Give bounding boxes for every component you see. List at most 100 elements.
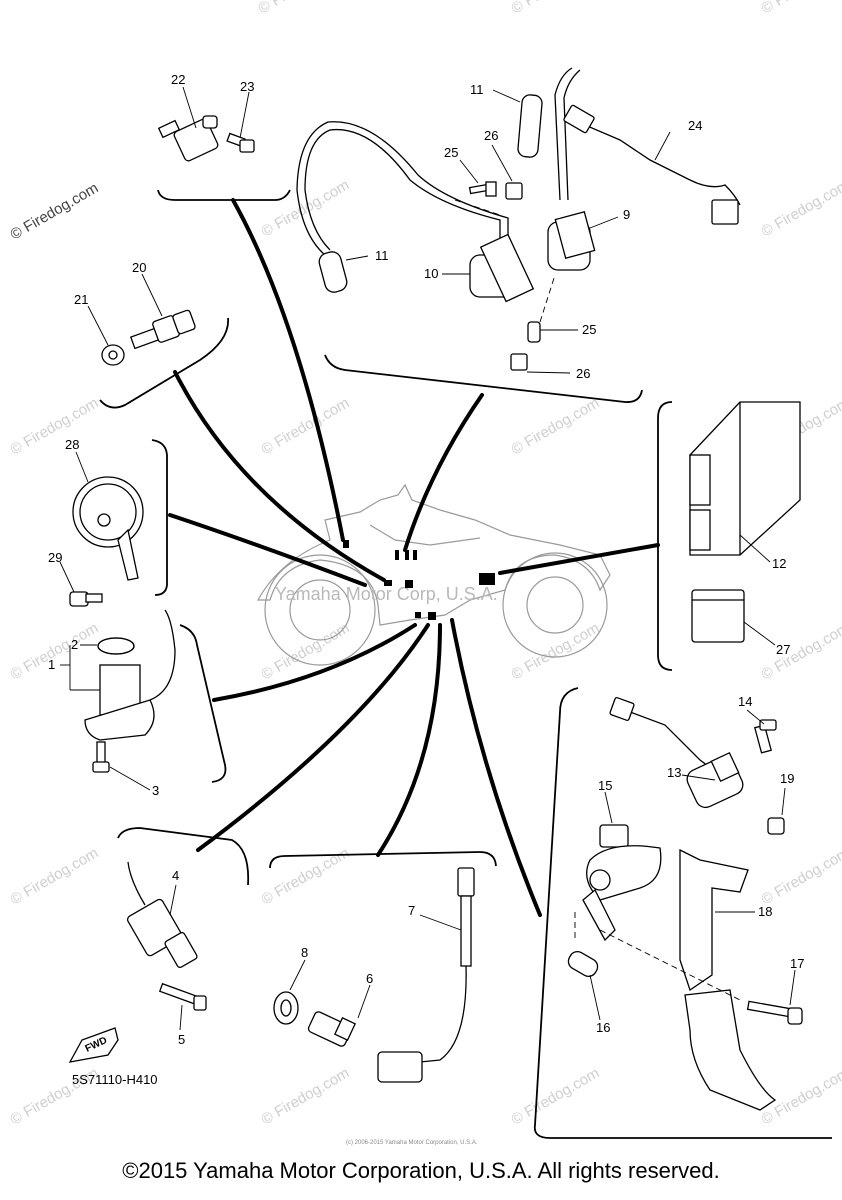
part-bolt-25-upper[interactable] (459, 159, 497, 197)
callout-10: 10 (424, 266, 438, 281)
callout-18: 18 (758, 904, 772, 919)
part-nut-26-lower[interactable] (510, 353, 571, 374)
frame-sensor-20 (99, 317, 229, 409)
part-relay-27[interactable] (691, 589, 776, 646)
watermark-text: © Firedog.com (259, 619, 353, 683)
part-bolt-14[interactable] (746, 709, 777, 754)
callout-3: 3 (152, 783, 159, 798)
part-o-ring-2[interactable] (80, 637, 135, 655)
part-ignition-coil-10[interactable] (442, 233, 535, 303)
part-sidestand-switch-13[interactable] (609, 697, 747, 811)
frame-ignition-coils (324, 354, 643, 403)
watermark-text: © Firedog.com (509, 1064, 603, 1128)
diagram-code: 5S71110-H410 (72, 1072, 158, 1087)
callout-9: 9 (623, 207, 630, 222)
fwd-arrow-icon: FWD (68, 1027, 119, 1063)
watermark-text: © Firedog.com (759, 0, 842, 17)
part-collar-16[interactable] (566, 949, 601, 1021)
part-ecu-12[interactable] (689, 401, 801, 563)
callout-14: 14 (738, 694, 752, 709)
watermark-text: © Firedog.com (759, 619, 842, 683)
watermark-text: © Firedog.com (8, 619, 102, 683)
callout-15: 15 (598, 778, 612, 793)
callout-26-upper: 26 (484, 128, 498, 143)
watermark-text: © Firedog.com (256, 0, 350, 17)
part-ignition-coil-9[interactable] (547, 211, 619, 271)
callout-25-upper: 25 (444, 145, 458, 160)
group-frames (99, 189, 832, 1139)
part-sensor-1[interactable] (60, 609, 176, 741)
callout-28: 28 (65, 437, 79, 452)
part-bolt-29[interactable] (59, 561, 103, 607)
part-bolt-19[interactable] (767, 787, 786, 835)
watermark-text: © Firedog.com (509, 0, 603, 17)
callout-22: 22 (171, 72, 185, 87)
motorcycle-silhouette: Yamaha Motor Corp, U.S.A. (256, 483, 611, 666)
callout-1: 1 (48, 657, 55, 672)
part-washer-21[interactable] (87, 305, 125, 366)
part-bolt-5[interactable] (158, 982, 207, 1031)
watermark-text: © Firedog.com (8, 394, 102, 458)
part-sensor-22[interactable] (157, 86, 219, 162)
part-washer-8[interactable] (273, 959, 306, 1025)
callout-20: 20 (132, 260, 146, 275)
frame-sensor-1 (179, 624, 227, 783)
callout-11-lower: 11 (375, 248, 389, 263)
part-sensor-20[interactable] (129, 273, 196, 350)
part-nut-26-upper[interactable] (491, 144, 523, 200)
part-bolt-17[interactable] (746, 969, 803, 1025)
frame-solenoid (117, 827, 250, 886)
callout-25-lower: 25 (582, 322, 596, 337)
part-bolt-3[interactable] (92, 741, 151, 791)
watermark-text: © Firedog.com (8, 844, 102, 908)
connector-lines (168, 198, 660, 917)
part-switch-15[interactable] (582, 791, 662, 942)
part-bolt-25-lower[interactable] (527, 321, 578, 343)
part-speed-sensor-7[interactable] (377, 867, 475, 1083)
frame-speed-sensor (269, 851, 497, 869)
watermark-text: © Firedog.com (759, 176, 842, 240)
frame-sensor-22 (157, 189, 291, 201)
part-plug-cap-11-right[interactable] (492, 67, 581, 201)
part-bracket-18[interactable] (679, 848, 777, 1111)
callout-12: 12 (772, 556, 786, 571)
frame-sidestand (533, 687, 832, 1139)
watermark-text: © Firedog.com (8, 179, 102, 243)
callout-labels: 22 23 20 21 11 26 25 24 9 11 10 25 26 28… (48, 72, 804, 1047)
watermark-text: © Firedog.com (259, 394, 353, 458)
part-plug-cap-11-left[interactable] (296, 121, 509, 294)
center-watermark: Yamaha Motor Corp, U.S.A. (275, 584, 498, 604)
callout-27: 27 (776, 642, 790, 657)
part-horn-28[interactable] (72, 451, 144, 581)
callout-19: 19 (780, 771, 794, 786)
frame-horn (151, 439, 168, 596)
copyright-notice: ©2015 Yamaha Motor Corporation, U.S.A. A… (122, 1158, 720, 1183)
callout-17: 17 (790, 956, 804, 971)
part-solenoid-4[interactable] (126, 861, 198, 969)
callout-7: 7 (408, 903, 415, 918)
callout-8: 8 (301, 945, 308, 960)
part-lead-24[interactable] (563, 104, 741, 225)
part-bolt-23[interactable] (226, 91, 255, 153)
callout-4: 4 (172, 868, 179, 883)
callout-5: 5 (178, 1032, 185, 1047)
callout-21: 21 (74, 292, 88, 307)
fine-print: (c) 2006-2015 Yamaha Motor Corporation, … (346, 1140, 478, 1146)
callout-6: 6 (366, 971, 373, 986)
callout-29: 29 (48, 550, 62, 565)
callout-23: 23 (240, 79, 254, 94)
watermark-text: © Firedog.com (259, 1064, 353, 1128)
callout-24: 24 (688, 118, 702, 133)
callout-11-upper: 11 (470, 82, 484, 97)
callout-2: 2 (71, 637, 78, 652)
callout-16: 16 (596, 1020, 610, 1035)
frame-ecu (657, 401, 673, 671)
part-sensor-6[interactable] (307, 984, 371, 1047)
assembly-guides (454, 199, 741, 1001)
callout-26-lower: 26 (576, 366, 590, 381)
callout-13: 13 (667, 765, 681, 780)
watermark-text: © Firedog.com (509, 394, 603, 458)
watermark-text: © Firedog.com (759, 844, 842, 908)
watermark-text: © Firedog.com (509, 619, 603, 683)
